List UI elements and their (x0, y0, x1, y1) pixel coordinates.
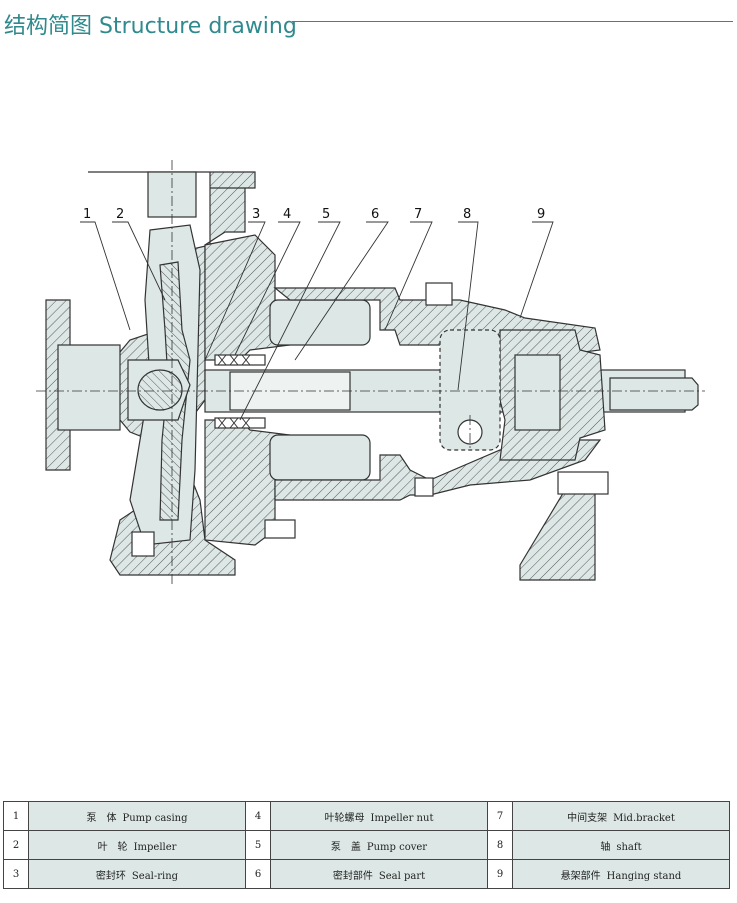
part-name-cell: 中间支架 Mid.bracket (512, 801, 730, 831)
part-name-cn: 密封部件 (332, 870, 373, 882)
part-name-cn: 泵 体 (86, 812, 117, 824)
part-name-cn: 叶 轮 (97, 841, 128, 853)
vent-plug (425, 282, 453, 306)
callout-7: 7 (414, 207, 422, 222)
suction-bore (57, 344, 121, 431)
table-row: 3 密封环 Seal-ring 6 密封部件 Seal part 9 悬架部件 Hanging … (3, 859, 730, 889)
structure-drawing: 1 2 3 4 5 6 7 8 9 (36, 160, 705, 585)
table-row: 1 泵 体 Pump casing 4 叶轮螺母 Impeller nut 7 中间支架 Mid… (3, 801, 730, 831)
callout-3: 3 (252, 207, 260, 222)
part-number-cell: 1 (3, 801, 29, 831)
callout-8: 8 (463, 207, 471, 222)
oil-chamber (439, 329, 501, 451)
bearing-bore (514, 354, 561, 431)
seal-chamber-lower (269, 434, 371, 481)
part-name-en: Pump cover (366, 841, 428, 853)
part-name-en: Impeller (133, 841, 177, 853)
part-number-cell: 8 (487, 830, 513, 860)
callout-5: 5 (322, 207, 330, 222)
page-title: 结构简图 Structure drawing (4, 14, 297, 39)
part-name-cn: 悬架部件 (560, 870, 601, 882)
part-name-cell: 轴 shaft (512, 830, 730, 860)
part-name-cell: 密封部件 Seal part (270, 859, 488, 889)
part-number-cell: 2 (3, 830, 29, 860)
callout-4: 4 (283, 207, 291, 222)
part-name-en: Hanging stand (606, 870, 682, 882)
table-row: 2 叶 轮 Impeller 5 泵 盖 Pump cover 8 轴 shaft (3, 830, 730, 860)
callout-2: 2 (116, 207, 124, 222)
part-name-en: Mid.bracket (613, 812, 675, 824)
part-number-cell: 6 (245, 859, 271, 889)
part-number-cell: 5 (245, 830, 271, 860)
foot-bolt (557, 471, 609, 495)
shaft-end (609, 377, 699, 411)
seal-ring-bottom (214, 417, 266, 429)
part-name-cell: 泵 盖 Pump cover (270, 830, 488, 860)
part-name-cn: 密封环 (95, 870, 126, 882)
part-name-cn: 泵 盖 (330, 841, 361, 853)
part-number-cell: 7 (487, 801, 513, 831)
center-lines (36, 160, 705, 585)
part-name-cell: 叶 轮 Impeller (28, 830, 246, 860)
part-name-cell: 密封环 Seal-ring (28, 859, 246, 889)
mid-foot-bolt (414, 477, 434, 497)
support-foot (519, 489, 596, 581)
part-name-en: Seal-ring (131, 870, 179, 882)
leader-lines (80, 221, 554, 421)
cover-bolt (264, 519, 296, 539)
part-name-cn: 轴 (600, 841, 611, 853)
part-name-en: shaft (616, 841, 642, 853)
callout-6: 6 (371, 207, 379, 222)
impeller-nut-cap (137, 369, 183, 411)
parts-table: 1 泵 体 Pump casing 4 叶轮螺母 Impeller nut 7 中间支架 Mid… (3, 801, 730, 889)
part-name-en: Pump casing (122, 812, 188, 824)
part-name-cell: 泵 体 Pump casing (28, 801, 246, 831)
part-name-cn: 中间支架 (567, 812, 608, 824)
callout-1: 1 (83, 207, 91, 222)
part-name-cn: 叶轮螺母 (324, 812, 365, 824)
part-number-cell: 4 (245, 801, 271, 831)
part-name-cell: 叶轮螺母 Impeller nut (270, 801, 488, 831)
part-number-cell: 3 (3, 859, 29, 889)
drain-plug (131, 531, 155, 557)
callout-9: 9 (537, 207, 545, 222)
part-name-en: Seal part (378, 870, 426, 882)
seal-ring-top (214, 354, 266, 366)
packing-marks (217, 354, 251, 429)
part-name-cell: 悬架部件 Hanging stand (512, 859, 730, 889)
title-divider (292, 21, 733, 22)
part-number-cell: 9 (487, 859, 513, 889)
part-name-en: Impeller nut (370, 812, 434, 824)
discharge-bore (147, 171, 197, 218)
